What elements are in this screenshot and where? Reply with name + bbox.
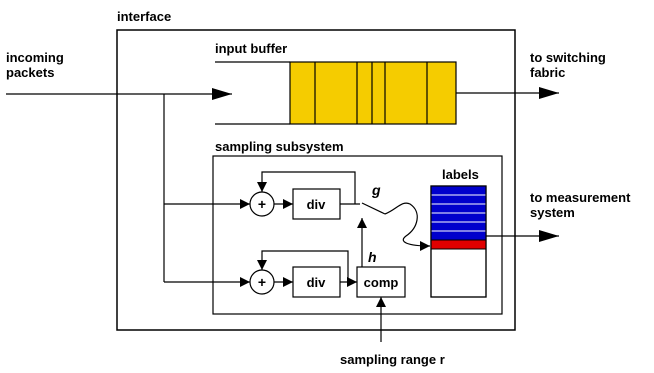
- label-entry: [430, 230, 487, 241]
- interface-label: interface: [117, 9, 171, 24]
- h-label: h: [368, 249, 377, 265]
- feedback-top: [257, 171, 356, 204]
- labels-entries: [430, 185, 487, 250]
- sampling-range-label: sampling range r: [340, 352, 445, 367]
- labels-stack-border: [430, 185, 487, 298]
- comp-block: [356, 266, 406, 298]
- buffer-queue: [289, 61, 457, 125]
- label-entry: [430, 203, 487, 214]
- feedback-bottom: [257, 250, 349, 282]
- div-block-top: [292, 188, 341, 220]
- div-block-bottom-label: div: [307, 275, 327, 290]
- div-block-top-label: div: [307, 197, 327, 212]
- to-switching-label-line2: fabric: [530, 65, 565, 80]
- label-entry: [430, 212, 487, 223]
- sampled-path-to-labels: [384, 202, 431, 251]
- incoming-label-line1: incoming: [6, 50, 64, 65]
- comp-block-label: comp: [364, 275, 399, 290]
- input-buffer-label: input buffer: [215, 41, 287, 56]
- incoming-label-line2: packets: [6, 65, 54, 80]
- sampling-subsystem-box: [212, 155, 503, 315]
- to-switching-label-line1: to switching: [530, 50, 606, 65]
- adder-top-symbol: +: [258, 196, 266, 212]
- label-entry-current: [430, 239, 487, 250]
- label-entry: [430, 185, 487, 196]
- label-entry: [430, 221, 487, 232]
- interface-box: [116, 29, 516, 331]
- switch-g: [361, 202, 386, 215]
- adder-bottom-symbol: +: [258, 274, 266, 290]
- sampling-subsystem-label: sampling subsystem: [215, 139, 344, 154]
- div-block-bottom: [292, 266, 341, 298]
- label-entry: [430, 194, 487, 205]
- to-measurement-label-line1: to measurement: [530, 190, 631, 205]
- g-label: g: [371, 182, 381, 198]
- to-measurement-label-line2: system: [530, 205, 575, 220]
- labels-title: labels: [442, 167, 479, 182]
